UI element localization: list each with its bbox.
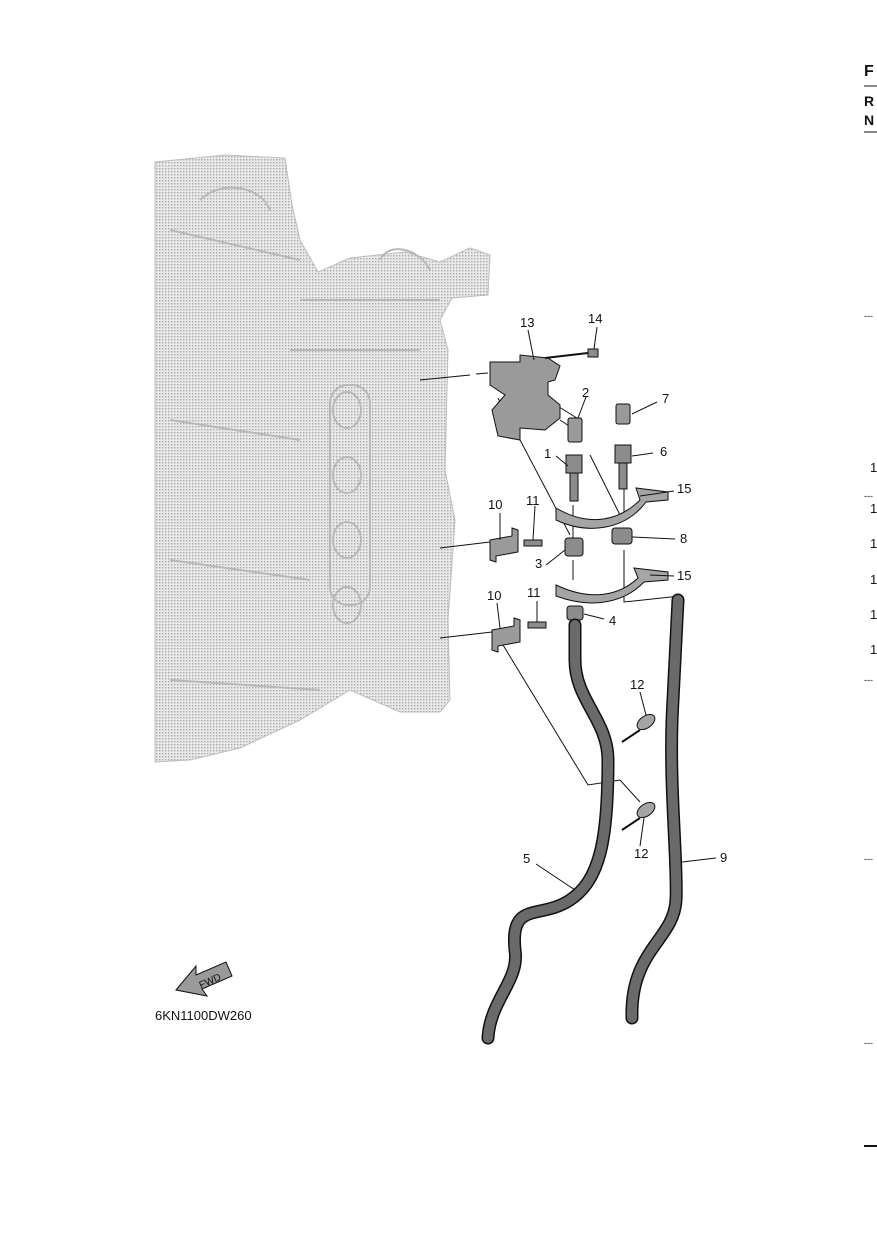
callout-numbers: 13 14 2 7 1 6 15 10 11 8 3 15 10 11 4 12… xyxy=(487,311,727,866)
fitting-2 xyxy=(567,417,583,443)
callout-6: 6 xyxy=(660,444,667,459)
bracket-13 xyxy=(489,354,561,441)
fitting-1 xyxy=(565,454,583,502)
callout-13: 13 xyxy=(520,315,534,330)
clip-4 xyxy=(566,605,584,621)
edge-dash-3: --- xyxy=(864,675,873,685)
figure-code: 6KN1100DW260 xyxy=(155,1008,252,1023)
callout-11-lower: 11 xyxy=(527,585,541,600)
fitting-3 xyxy=(564,537,584,557)
edge-num-1: 1 xyxy=(870,460,877,475)
callout-10-lower: 10 xyxy=(487,588,501,603)
bracket-10-lower xyxy=(491,617,521,653)
clamp-band-15-lower xyxy=(555,567,669,604)
callout-15-upper: 15 xyxy=(677,481,691,496)
callout-15-lower: 15 xyxy=(677,568,691,583)
edge-num-2: 1 xyxy=(870,501,877,516)
bolt-11-upper xyxy=(523,539,543,547)
engine-block-illustration xyxy=(154,154,491,763)
edge-dash-5: --- xyxy=(864,1038,873,1048)
fitting-6 xyxy=(614,444,632,490)
callout-7: 7 xyxy=(662,391,669,406)
callout-11-upper: 11 xyxy=(526,493,540,508)
edge-num-3: 1 xyxy=(870,536,877,551)
edge-row-n: N xyxy=(864,112,874,128)
fitting-8 xyxy=(611,527,633,545)
edge-num-6: 1 xyxy=(870,642,877,657)
edge-dash-4: --- xyxy=(864,854,873,864)
fitting-7 xyxy=(615,403,631,425)
right-edge-column: F R N --- 1 --- 1 1 1 1 1 --- --- --- xyxy=(864,63,877,1147)
callout-5: 5 xyxy=(523,851,530,866)
callout-4: 4 xyxy=(609,613,616,628)
callout-14: 14 xyxy=(588,311,602,326)
clamp-band-15-upper xyxy=(555,487,669,529)
callout-12-upper: 12 xyxy=(630,677,644,692)
bolt-14 xyxy=(544,348,599,359)
edge-dash-2: --- xyxy=(864,491,873,501)
edge-num-5: 1 xyxy=(870,607,877,622)
tie-12-lower xyxy=(621,801,656,831)
callout-leaders xyxy=(496,326,717,891)
edge-row-r: R xyxy=(864,93,874,109)
callout-10-upper: 10 xyxy=(488,497,502,512)
hose-5 xyxy=(481,618,615,1045)
edge-num-4: 1 xyxy=(870,572,877,587)
callout-9: 9 xyxy=(720,850,727,865)
callout-3: 3 xyxy=(535,556,542,571)
hose-9 xyxy=(625,593,685,1025)
bolt-11-lower xyxy=(527,621,547,629)
fwd-arrow-icon: FWD xyxy=(175,961,233,997)
bracket-10-upper xyxy=(489,527,519,563)
callout-8: 8 xyxy=(680,531,687,546)
callout-2: 2 xyxy=(582,385,589,400)
callout-1: 1 xyxy=(544,446,551,461)
edge-heading: F xyxy=(864,63,874,80)
edge-dash-1: --- xyxy=(864,311,873,321)
callout-12-lower: 12 xyxy=(634,846,648,861)
tie-12-upper xyxy=(621,713,656,743)
